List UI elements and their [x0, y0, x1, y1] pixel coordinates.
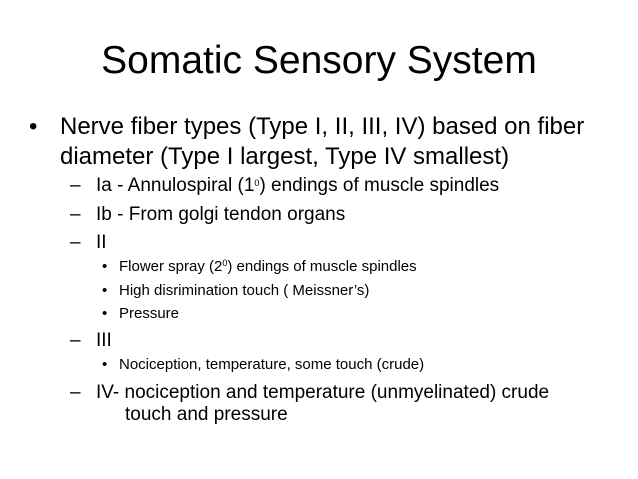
- dash-marker: –: [70, 382, 81, 403]
- superscript: 0: [254, 178, 260, 188]
- item-iv-line1: IV- nociception and temperature (unmyeli…: [96, 382, 550, 403]
- item-iii-text: III: [96, 330, 112, 351]
- sub-item-flower-text: Flower spray (20) endings of muscle spin…: [119, 258, 417, 275]
- dash-marker: –: [70, 232, 81, 253]
- bullet-marker: •: [102, 356, 108, 373]
- item-iv-line2: touch and pressure: [125, 404, 288, 425]
- dash-marker: –: [70, 330, 81, 351]
- superscript: 0: [222, 258, 228, 268]
- bullet-marker: •: [102, 258, 108, 275]
- item-ii-text: II: [96, 232, 107, 253]
- dash-marker: –: [70, 204, 81, 225]
- main-bullet-line1: Nerve fiber types (Type I, II, III, IV) …: [60, 113, 585, 140]
- sub-item-touch-text: High disrimination touch ( Meissner’s): [119, 282, 370, 299]
- bullet-marker: •: [102, 282, 108, 299]
- main-bullet-line2: diameter (Type I largest, Type IV smalle…: [60, 143, 510, 170]
- slide-title: Somatic Sensory System: [101, 39, 537, 82]
- sub-item-nociception-text: Nociception, temperature, some touch (cr…: [119, 356, 425, 373]
- bullet-marker: •: [102, 305, 108, 322]
- sub-item-pressure-text: Pressure: [119, 305, 180, 322]
- item-ib-text: Ib - From golgi tendon organs: [96, 204, 346, 225]
- bullet-marker: •: [29, 113, 38, 140]
- item-ia-text: Ia - Annulospiral (10) endings of muscle…: [96, 175, 500, 196]
- dash-marker: –: [70, 175, 81, 196]
